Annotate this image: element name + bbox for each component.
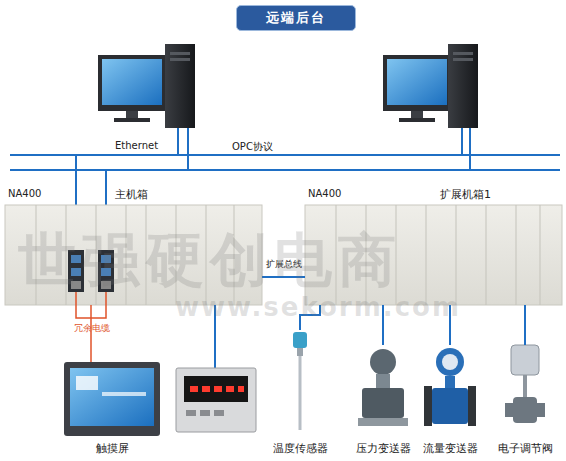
device-box: 电子调节阀 bbox=[492, 345, 558, 456]
flow-transmitter bbox=[424, 348, 476, 426]
edge-label: 冗余电缆 bbox=[74, 322, 110, 335]
title-box: 远端后台 bbox=[236, 5, 356, 31]
chassis-box: NA400 扩展机箱1 bbox=[305, 186, 562, 305]
device-label: 流量变送器 bbox=[408, 441, 492, 456]
model-label: NA400 bbox=[308, 188, 341, 199]
bus-connector bbox=[300, 305, 320, 330]
edge-label: 扩展总线 bbox=[266, 258, 302, 271]
box-label: 扩展机箱1 bbox=[440, 187, 491, 202]
redundant-cable bbox=[90, 305, 92, 362]
plc-chassis bbox=[305, 205, 562, 305]
bus-connector bbox=[262, 276, 305, 278]
signal-wire bbox=[214, 305, 216, 368]
protocol-label: OPC协议 bbox=[232, 140, 273, 154]
redundant-cable bbox=[76, 292, 106, 318]
bus-connector bbox=[524, 305, 526, 345]
box-label: 远端后台 bbox=[237, 6, 355, 30]
computer bbox=[98, 44, 195, 128]
device-box: 温度传感器 bbox=[272, 330, 328, 456]
bus-connector bbox=[382, 305, 384, 345]
box-label: 主机箱 bbox=[115, 187, 148, 202]
touchscreen bbox=[64, 362, 160, 436]
device-label: 触摸屏 bbox=[52, 441, 172, 456]
control-valve bbox=[505, 345, 545, 423]
device-label: 温度传感器 bbox=[262, 441, 338, 456]
panel-meter bbox=[176, 368, 256, 432]
chassis-box: NA400 主机箱 bbox=[5, 186, 262, 305]
plc-chassis bbox=[5, 205, 262, 305]
bus-connector bbox=[449, 305, 451, 345]
device-box: 流量变送器 bbox=[418, 345, 482, 456]
computer bbox=[383, 44, 478, 128]
temperature-sensor bbox=[293, 332, 307, 430]
model-label: NA400 bbox=[8, 188, 41, 199]
device-label: 压力变送器 bbox=[340, 441, 426, 456]
pressure-transmitter bbox=[358, 349, 408, 426]
device-label: 电子调节阀 bbox=[482, 441, 566, 456]
device-box: 触摸屏 bbox=[62, 362, 162, 456]
device-box: 压力变送器 bbox=[350, 345, 416, 456]
network-label: Ethernet bbox=[115, 140, 158, 151]
